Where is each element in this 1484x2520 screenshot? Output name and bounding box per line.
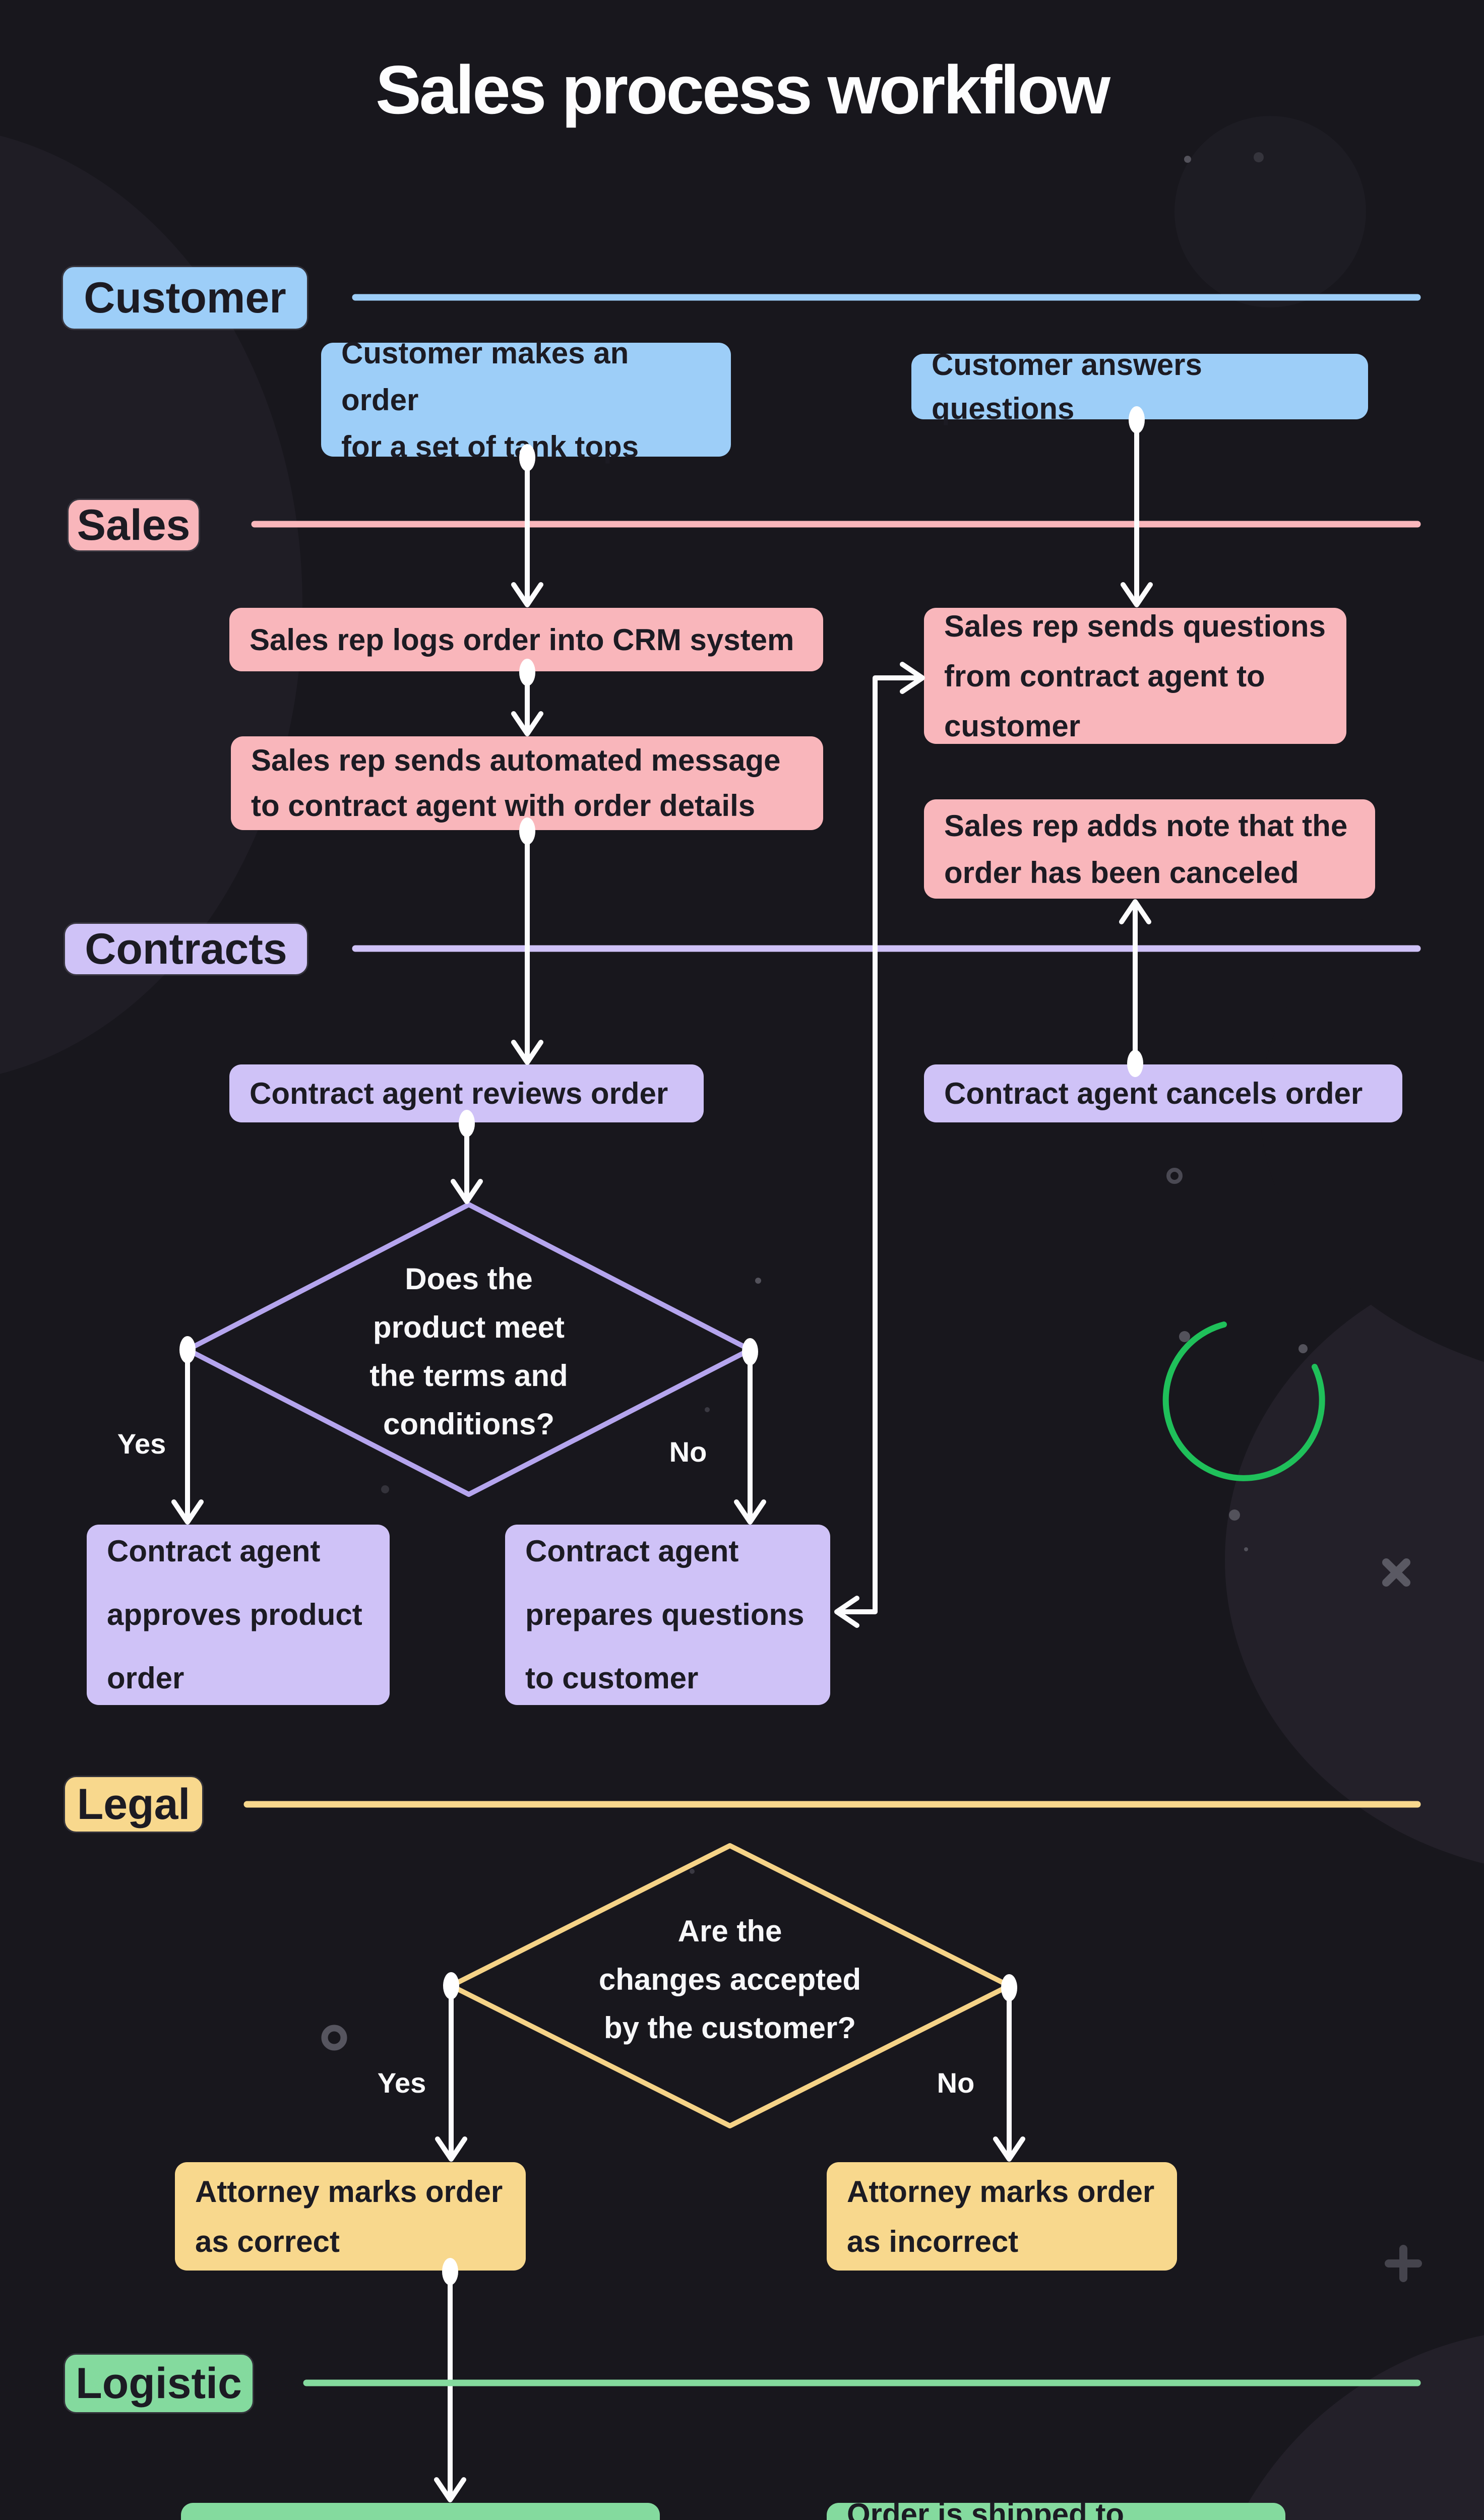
lane-label-sales: Sales (69, 500, 199, 550)
node-pick-order: Pick order logs new shipment. (181, 2503, 660, 2520)
connector-dot (519, 659, 535, 686)
node-sales-automated-message: Sales rep sends automated message to con… (231, 736, 823, 830)
node-contract-approves: Contract agent approves product order (87, 1525, 390, 1705)
arrowhead-down-icon (511, 711, 543, 736)
arrowhead-down-icon (734, 1499, 766, 1525)
decision-changes-question: Are the changes accepted by the customer… (598, 1914, 861, 2045)
connectors (171, 416, 1153, 2502)
arrowhead-right-icon (900, 662, 925, 694)
arrowhead-down-icon (434, 2477, 466, 2502)
branch-label-yes: Yes (377, 2067, 426, 2099)
branch-label-no: No (937, 2067, 975, 2099)
lane-label-legal: Legal (65, 1777, 202, 1832)
connector-feedback-line (837, 675, 922, 1614)
connector-dots (179, 406, 1145, 2285)
arrowhead-left-icon (834, 1596, 859, 1628)
sparkle-plus-icon (1385, 2245, 1422, 2282)
arrowhead-down-icon (435, 2136, 467, 2162)
connector-dot (459, 1110, 475, 1137)
decorative-green-circle (1162, 1321, 1325, 1481)
arrowhead-down-icon (451, 1179, 483, 1204)
lane-label-customer: Customer (63, 267, 307, 329)
page-title: Sales process workflow (376, 51, 1110, 128)
node-sales-sends-questions: Sales rep sends questions from contract … (924, 608, 1346, 744)
connector-dot (443, 1972, 459, 1999)
node-contract-prepares: Contract agent prepares questions to cus… (505, 1525, 830, 1705)
lane-lines (243, 294, 1421, 1808)
sparkle-x-icon (1382, 1558, 1410, 1587)
decorative-ring (321, 2025, 347, 2051)
branch-label-no: No (669, 1436, 707, 1468)
background-blob (1174, 116, 1366, 307)
connector-dot (519, 444, 535, 471)
decorative-ring (1166, 1168, 1183, 1184)
connector-dot (1001, 1974, 1017, 2001)
arrowhead-down-icon (993, 2136, 1025, 2162)
connector-dot (442, 2258, 458, 2285)
node-attorney-correct: Attorney marks order as correct (175, 2162, 526, 2271)
node-attorney-incorrect: Attorney marks order as incorrect (827, 2162, 1177, 2271)
connector-dot (179, 1336, 196, 1363)
lane-label-logistic: Logistic (65, 2355, 253, 2412)
connector-dot (742, 1338, 758, 1365)
arrowhead-down-icon (171, 1499, 204, 1525)
decision-changes-diamond (449, 1843, 1012, 2128)
branch-label-yes: Yes (117, 1428, 166, 1460)
node-contract-cancels: Contract agent cancels order (924, 1064, 1402, 1122)
arrowhead-down-icon (511, 582, 543, 607)
arrowhead-up-icon (1119, 899, 1151, 924)
connector-dot (1129, 406, 1145, 433)
decision-terms-diamond (185, 1202, 753, 1497)
lane-label-contracts: Contracts (65, 924, 307, 974)
arrowhead-down-icon (1121, 582, 1153, 607)
node-sales-adds-note: Sales rep adds note that the order has b… (924, 799, 1375, 899)
decision-terms-question: Does the product meet the terms and cond… (369, 1262, 568, 1441)
arrowhead-down-icon (511, 1040, 543, 1065)
connector-dot (1127, 1050, 1143, 1077)
decorative-dots (381, 152, 1308, 1874)
connector-dot (519, 817, 535, 845)
